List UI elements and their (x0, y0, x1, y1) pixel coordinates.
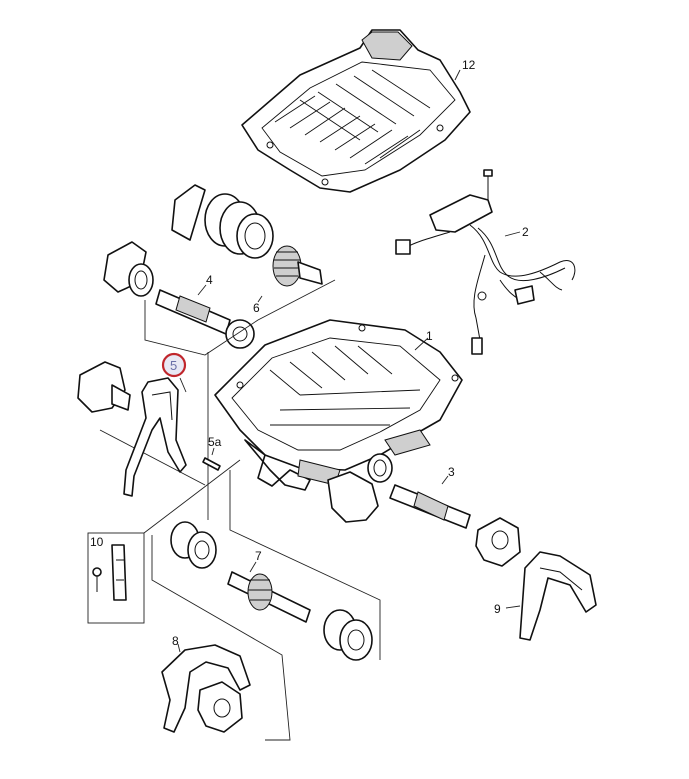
callout-5[interactable]: 5 (170, 358, 177, 373)
callout-6[interactable]: 6 (253, 301, 260, 315)
part-4-shift-rail[interactable] (103, 241, 255, 349)
part-10-hardware[interactable] (92, 544, 127, 601)
callout-5a[interactable]: 5a (208, 435, 222, 449)
part-5-shift-fork[interactable] (77, 361, 221, 497)
part-8-fork[interactable] (161, 644, 251, 733)
part-6-bearing-assembly[interactable] (171, 184, 323, 287)
callout-3[interactable]: 3 (448, 465, 455, 479)
part-10-frame (87, 532, 145, 624)
callout-9[interactable]: 9 (494, 602, 501, 616)
part-12-control-unit[interactable] (241, 29, 471, 193)
callout-7[interactable]: 7 (255, 549, 262, 563)
part-2-wiring-harness[interactable] (395, 169, 576, 355)
callout-12[interactable]: 12 (462, 58, 476, 72)
callout-10[interactable]: 10 (90, 535, 104, 549)
callout-4[interactable]: 4 (206, 273, 213, 287)
part-7-lower-shaft[interactable] (170, 521, 373, 661)
callout-2[interactable]: 2 (522, 225, 529, 239)
part-9-fork[interactable] (519, 551, 597, 641)
part-1-main-housing[interactable] (214, 319, 463, 491)
callout-5-highlight-ring[interactable] (161, 352, 187, 378)
part-3-shift-rail[interactable] (327, 453, 521, 567)
callout-1[interactable]: 1 (426, 329, 433, 343)
callout-8[interactable]: 8 (172, 634, 179, 648)
